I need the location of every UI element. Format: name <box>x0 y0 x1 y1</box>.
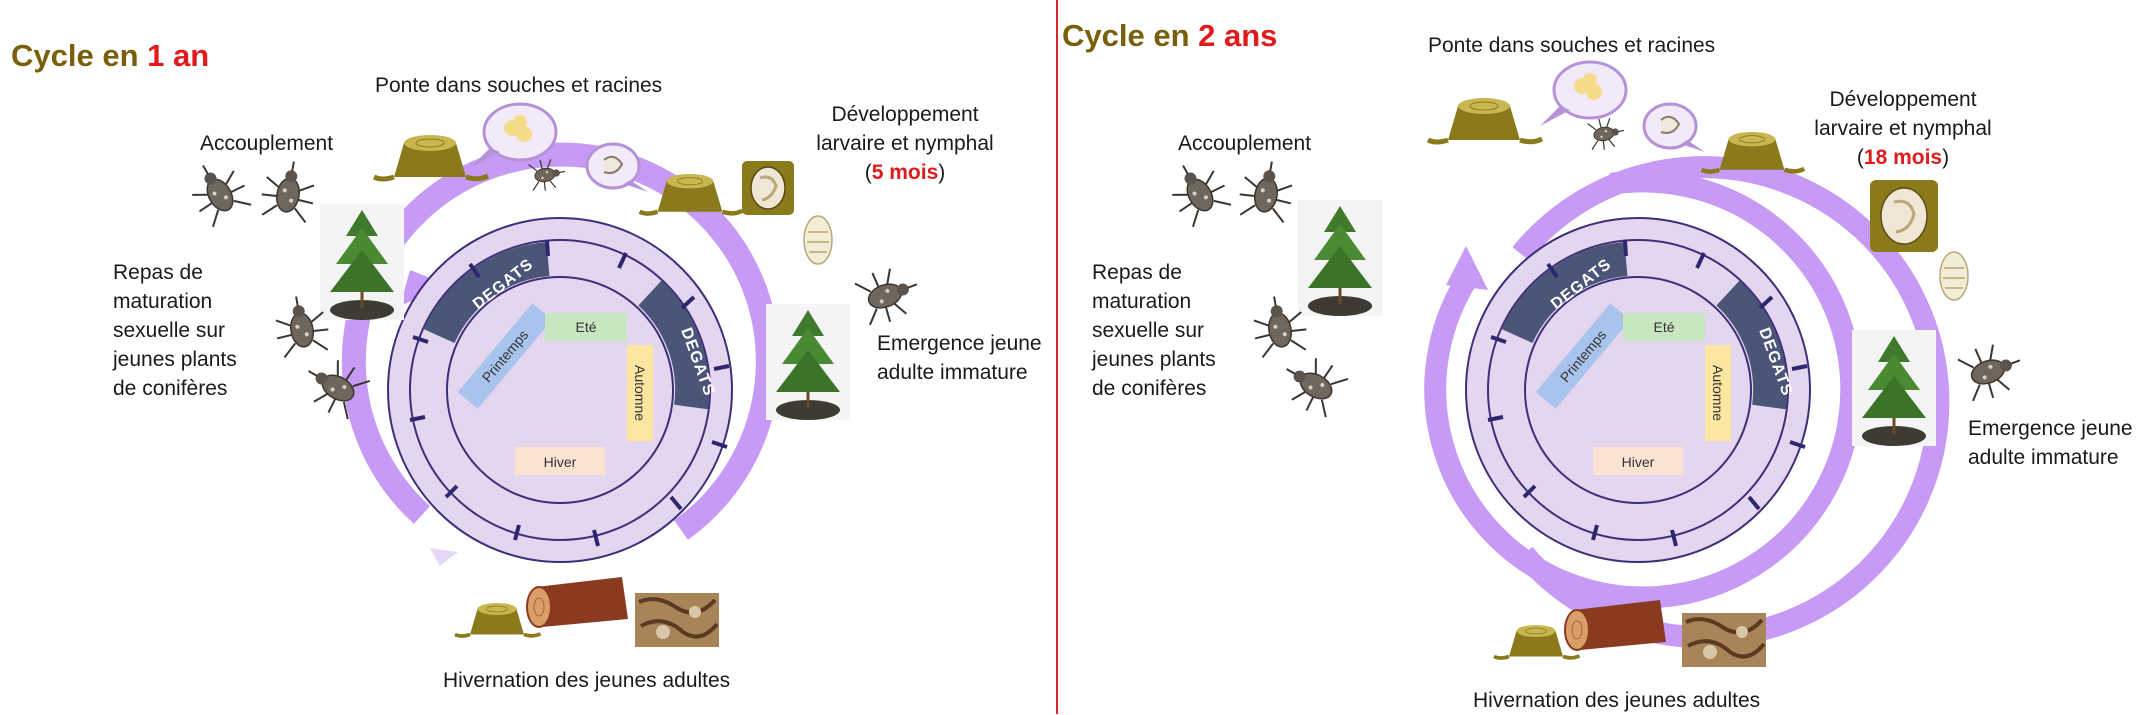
panel-divider <box>1056 0 1058 714</box>
calendar-outer-ring <box>1465 217 1811 563</box>
weevil-icon <box>179 151 256 230</box>
degats-band-spring <box>423 242 550 344</box>
label-emergence: Emergence jeune adulte immature <box>877 332 1042 384</box>
egg-bubble-icon <box>1540 60 1628 126</box>
bark-icon <box>633 591 721 649</box>
cocoon-icon <box>740 159 796 217</box>
cycle-diagram-2-years: DEGATS DEGATS Printemps Eté Automne Hive… <box>1159 60 2030 669</box>
weevil-icon <box>1159 151 1236 230</box>
season-winter: Hiver <box>515 447 605 475</box>
degats-band-autumn <box>638 280 710 410</box>
label-accouplement: Accouplement <box>1178 132 1312 155</box>
development-duration: 18 mois <box>1863 146 1943 169</box>
label-hivernation: Hivernation des jeunes adultes <box>1473 689 1761 712</box>
cycle-title-2-years: Cycle en 2 ans <box>1062 18 1277 54</box>
degats-band-autumn <box>1716 280 1788 410</box>
cycle-diagram-1-year: DEGATS DEGATS Printemps Eté Automne Hive… <box>179 102 927 649</box>
pine-seedling-icon <box>1296 198 1384 318</box>
month-ticks <box>409 239 730 547</box>
svg-text:Hiver: Hiver <box>1622 454 1655 470</box>
cycle-arrow <box>341 142 780 540</box>
weevil-icon <box>257 156 321 225</box>
svg-text:Automne: Automne <box>1710 365 1726 421</box>
label-developpement: Développement larvaire et nymphal (5 moi… <box>816 103 994 184</box>
label-hivernation: Hivernation des jeunes adultes <box>443 669 731 692</box>
svg-text:Automne: Automne <box>632 365 648 421</box>
season-autumn: Automne <box>1705 345 1731 441</box>
cycle-title-1-year: Cycle en 1 an <box>11 38 209 74</box>
development-duration: 5 mois <box>871 161 939 184</box>
season-summer: Eté <box>1623 313 1705 341</box>
title-prefix: Cycle en <box>1062 18 1199 53</box>
cycle-arrowhead <box>1446 246 1488 290</box>
cycle-arrow-inner <box>1424 170 1863 609</box>
label-developpement: Développement larvaire et nymphal (18 mo… <box>1814 88 1992 169</box>
month-ticks <box>1487 239 1808 547</box>
larva-bubble-icon <box>1642 102 1705 152</box>
label-repas-maturation: Repas de maturation sexuelle sur jeunes … <box>1092 261 1216 400</box>
bark-icon <box>1680 611 1768 669</box>
stump-icon <box>1428 98 1542 142</box>
log-icon <box>526 576 629 628</box>
label-accouplement: Accouplement <box>200 132 334 155</box>
larva-bubble-icon <box>585 142 648 192</box>
pine-seedling-icon <box>764 302 852 422</box>
label-ponte: Ponte dans souches et racines <box>1428 34 1716 57</box>
title-duration: 1 an <box>147 38 210 73</box>
pupa-icon <box>1939 251 1969 301</box>
title-duration: 2 ans <box>1198 18 1278 53</box>
label-repas-maturation: Repas de maturation sexuelle sur jeunes … <box>113 261 237 400</box>
calendar-inner-ring <box>409 239 711 541</box>
degats-band-spring <box>1501 242 1628 344</box>
svg-text:Eté: Eté <box>575 319 596 335</box>
panel-cycle-1-year: DEGATS DEGATS Printemps Eté Automne Hive… <box>0 0 1056 714</box>
calendar-inner-ring <box>1487 239 1789 541</box>
title-prefix: Cycle en <box>11 38 148 73</box>
svg-text:Eté: Eté <box>1653 319 1674 335</box>
calendar-core-ring <box>1524 276 1752 504</box>
cycle-arrowhead-faded-bottom <box>430 548 458 566</box>
calendar-outer-ring <box>387 217 733 563</box>
weevil-icon <box>1955 334 2030 406</box>
weevil-icon <box>1272 345 1351 422</box>
pine-seedling-icon <box>1850 328 1938 448</box>
season-summer: Eté <box>545 313 627 341</box>
weevil-icon <box>1586 114 1628 153</box>
panel-cycle-2-years: DEGATS DEGATS Printemps Eté Automne Hive… <box>1058 0 2150 714</box>
weevil-icon <box>1235 156 1299 225</box>
weevil-icon <box>852 258 927 330</box>
label-emergence: Emergence jeune adulte immature <box>1968 417 2133 469</box>
pupa-icon <box>803 215 833 265</box>
season-autumn: Automne <box>627 345 653 441</box>
svg-text:Hiver: Hiver <box>544 454 577 470</box>
cocoon-icon <box>1868 178 1940 254</box>
label-ponte: Ponte dans souches et racines <box>375 74 663 97</box>
pine-seedling-icon <box>318 202 406 322</box>
calendar-core-ring <box>446 276 674 504</box>
egg-bubble-icon <box>470 102 558 168</box>
season-winter: Hiver <box>1593 447 1683 475</box>
